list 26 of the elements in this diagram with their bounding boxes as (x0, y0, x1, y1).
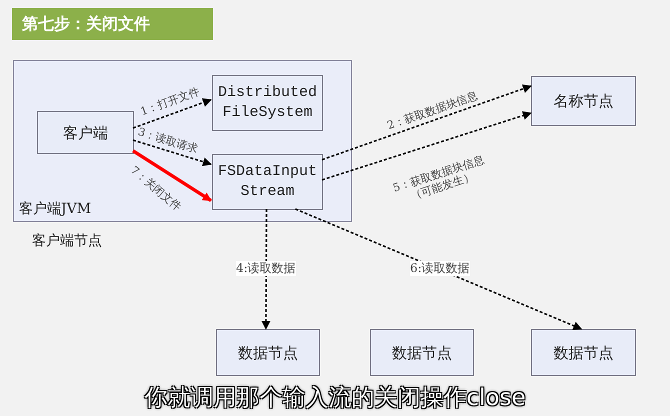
subtitle-text: 你就调用那个输入流的关闭操作close (142, 384, 527, 413)
edge-label: 4:读取数据 (236, 260, 296, 276)
process-box: 客户端 (37, 111, 134, 154)
arrow (322, 111, 532, 181)
arrow (132, 149, 212, 202)
edge-label: 5：获取数据块信息 （可能发生） (390, 152, 486, 205)
arrow (322, 84, 532, 160)
title-banner: 第七步：关闭文件 (12, 8, 213, 40)
data-node-box: 数据节点 (216, 329, 320, 376)
data-node-box: 数据节点 (370, 329, 474, 376)
edge-label: 1：打开文件 (138, 84, 202, 118)
arrow (261, 209, 270, 330)
name-node-box: 名称节点 (531, 76, 636, 126)
node-caption: 客户端节点 (32, 232, 102, 250)
edge-label: 6:读取数据 (410, 260, 470, 276)
arrow (295, 208, 582, 330)
process-box: Distributed FileSystem (212, 75, 323, 131)
process-box: FSDataInput Stream (212, 154, 323, 210)
data-node-box: 数据节点 (531, 329, 636, 376)
arrow (132, 98, 212, 129)
edge-label: 3：读取请求 (136, 124, 200, 156)
edge-label: 2：获取数据块信息 (384, 88, 480, 132)
arrow (132, 139, 212, 166)
panel-label: 客户端JVM (19, 200, 92, 219)
jvm-panel (13, 60, 352, 222)
edge-label: 7：关闭文件 (128, 163, 184, 213)
